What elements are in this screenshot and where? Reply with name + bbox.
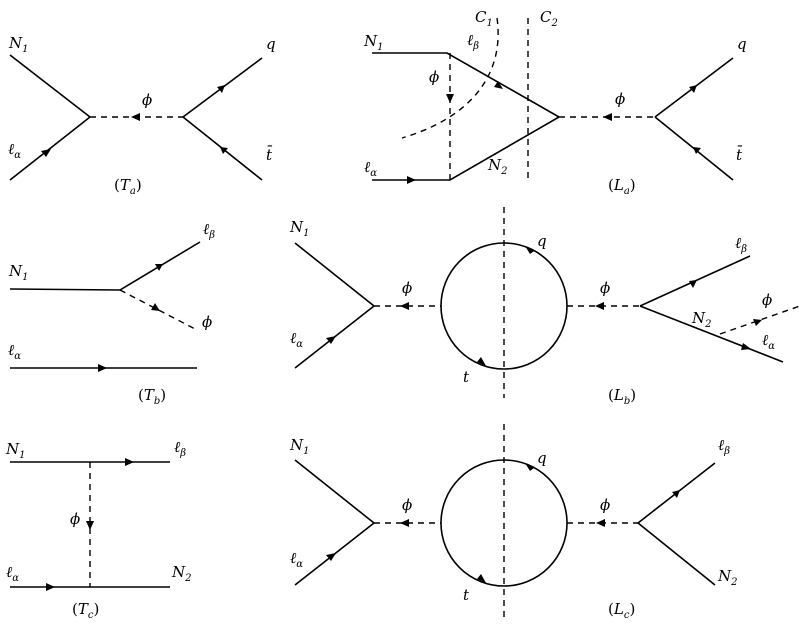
Lc-label-phi-right: ϕ: [600, 496, 610, 514]
Tb-label-N1: N1: [8, 262, 29, 283]
Tb-label-phi: ϕ: [202, 313, 212, 331]
Lb-label-N2: N2: [691, 309, 712, 330]
Tb-caption: (Tb): [138, 386, 166, 407]
Lc-loop-q-arrow: [525, 463, 534, 471]
Lc-lalpha-arrow: [326, 553, 336, 561]
La-label-C2: C2: [540, 8, 558, 29]
Lc-label-phi-left: ϕ: [402, 496, 412, 514]
Lb-caption: (Lb): [608, 386, 636, 407]
Tc-lalpha-arrow: [46, 583, 55, 591]
Ta-q-arrow: [217, 85, 225, 93]
Tb-lalpha-arrow: [98, 364, 107, 372]
Ta-N1-line: [9, 54, 91, 118]
Lc-label-lalpha: ℓα: [290, 549, 303, 570]
diagram-Lb: N1 ℓα ϕ q t ϕ ℓβ N2 ϕ ℓα (Lb): [289, 207, 801, 407]
Lb-phi-emission-arrow: [753, 319, 762, 326]
Ta-label-N1: N1: [8, 34, 29, 55]
La-N1-line: [372, 52, 560, 118]
Ta-lalpha-arrow: [41, 149, 51, 157]
Lb-lbeta-arrow: [689, 280, 697, 288]
Tc-label-N1: N1: [5, 440, 26, 461]
Ta-label-tbar: t̄: [266, 146, 273, 164]
La-lalpha-arrow: [407, 176, 416, 184]
Lb-label-lbeta: ℓβ: [735, 234, 747, 255]
Lc-caption: (Lc): [608, 600, 635, 621]
Tc-label-phi: ϕ: [70, 510, 80, 528]
Lb-label-t: t: [463, 368, 470, 386]
Lb-label-lalpha: ℓα: [290, 329, 303, 350]
Lb-label-phi-left: ϕ: [402, 279, 412, 297]
Ta-phi-arrow: [131, 113, 140, 121]
La-label-N1: N1: [363, 32, 384, 53]
La-tbar-arrow: [693, 147, 701, 154]
La-lbeta-arrow: [494, 81, 503, 89]
Tc-label-N2: N2: [171, 563, 192, 584]
La-label-N2: N2: [487, 156, 508, 177]
diagram-Tc: N1 ℓβ ϕ ℓα N2 (Tc): [5, 438, 192, 621]
Tc-lbeta-arrow: [125, 458, 134, 466]
La-label-phi-vertical: ϕ: [429, 68, 439, 86]
Lc-N1-line: [294, 459, 375, 524]
diagram-Ta: N1 ℓα ϕ q t̄ (Ta): [8, 34, 276, 197]
Lc-label-lbeta: ℓβ: [718, 436, 730, 457]
Lb-label-N1: N1: [289, 218, 310, 239]
Lc-label-N1: N1: [289, 436, 310, 457]
Tc-caption: (Tc): [72, 600, 99, 621]
Tb-lbeta-arrow: [155, 264, 163, 271]
La-lalpha-N2-line: [372, 116, 560, 181]
Lb-lalpha-arrow: [326, 336, 336, 344]
La-label-C1: C1: [475, 8, 493, 29]
Tc-label-lalpha: ℓα: [6, 563, 19, 584]
La-phi-arrow: [603, 113, 612, 121]
La-q-arrow: [689, 85, 697, 93]
Lb-loop-t-arrow: [477, 357, 486, 366]
Lb-phi-right-arrow: [595, 302, 604, 310]
Lb-label-phi-right: ϕ: [600, 279, 610, 297]
Lb-label-q: q: [537, 232, 547, 250]
La-caption: (La): [608, 176, 636, 197]
diagram-Lc: N1 ℓα ϕ q t ϕ ℓβ N2 (Lc): [289, 424, 738, 621]
Lb-phi-emission-line: [719, 305, 801, 335]
La-label-lbeta: ℓβ: [467, 31, 479, 52]
Tc-phi-arrow: [86, 521, 94, 530]
Ta-caption: (Ta): [114, 176, 142, 197]
Lb-label-phi-emission: ϕ: [762, 291, 772, 309]
Ta-label-phi: ϕ: [142, 91, 152, 109]
La-label-phi: ϕ: [615, 90, 625, 108]
Lb-N2-lalpha-line: [639, 305, 784, 363]
Lc-label-q: q: [537, 449, 547, 467]
Ta-tbar-arrow: [220, 147, 228, 154]
Tb-label-lalpha: ℓα: [8, 341, 21, 362]
Ta-label-q: q: [266, 35, 276, 53]
Lc-label-t: t: [463, 586, 470, 604]
Lb-label-lalpha-out: ℓα: [762, 331, 775, 352]
Tb-phi-line: [119, 289, 198, 331]
Ta-label-lalpha: ℓα: [8, 140, 21, 161]
Lc-lbeta-arrow: [672, 490, 680, 498]
La-label-lalpha: ℓα: [364, 158, 377, 179]
Lc-phi-left-arrow: [400, 519, 409, 527]
Tc-label-lbeta: ℓβ: [174, 438, 186, 459]
diagram-La: N1 ℓβ ϕ C1 C2 ℓα N2 ϕ q t̄ (La): [363, 8, 747, 197]
Tb-phi-arrow: [151, 303, 160, 311]
Lc-loop-t-arrow: [477, 574, 486, 583]
La-label-tbar: t̄: [736, 146, 743, 164]
Lc-label-N2: N2: [717, 567, 738, 588]
Lc-phi-right-arrow: [596, 519, 605, 527]
Lc-N2-line: [637, 522, 716, 586]
Lb-phi-left-arrow: [400, 302, 409, 310]
La-label-q: q: [737, 35, 747, 53]
La-phi-vertical-arrow: [446, 94, 454, 103]
Tb-label-lbeta: ℓβ: [203, 220, 215, 241]
Lb-N1-line: [294, 242, 375, 307]
La-cut-C1: [401, 17, 499, 139]
Lb-lalpha-arrow: [741, 343, 751, 350]
Ta-lalpha-line: [9, 116, 91, 181]
Tb-N1-line: [9, 288, 121, 291]
diagram-Tb: N1 ℓβ ϕ ℓα (Tb): [8, 220, 215, 407]
Lb-loop-q-arrow: [525, 246, 534, 254]
